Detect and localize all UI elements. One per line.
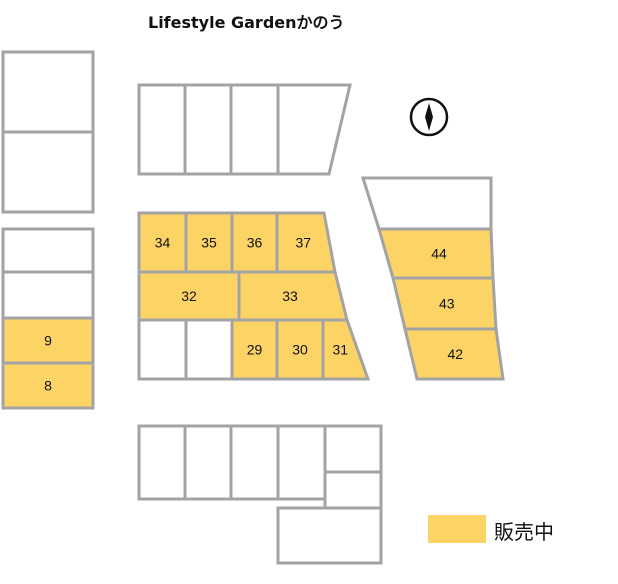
lot-number: 8 — [44, 378, 52, 394]
lot-shape — [137, 318, 188, 381]
lot-shape — [1, 361, 95, 410]
lot-shape — [229, 424, 280, 501]
lot-shape — [183, 83, 233, 176]
lot-unlabeled-21 — [360, 176, 493, 231]
lot-number: 37 — [296, 235, 312, 251]
lot-32: 32 — [137, 270, 241, 322]
lot-number: 29 — [247, 342, 263, 358]
compass-north-icon — [409, 97, 449, 137]
lot-36: 36 — [230, 211, 279, 274]
lot-shape — [229, 83, 280, 176]
lot-shape — [183, 424, 233, 501]
lot-34: 34 — [137, 211, 188, 274]
lot-8: 8 — [1, 361, 95, 410]
lot-number: 33 — [282, 288, 298, 304]
lot-unlabeled-7 — [183, 83, 233, 176]
lot-shape — [276, 506, 383, 565]
lot-shape — [323, 424, 383, 474]
lot-33: 33 — [237, 270, 349, 322]
lot-shape — [1, 227, 95, 274]
lot-number: 9 — [44, 333, 52, 349]
lot-unlabeled-3 — [1, 270, 95, 320]
lot-29: 29 — [230, 318, 279, 381]
lot-shape — [276, 424, 327, 501]
lot-shape — [403, 327, 505, 381]
lot-44: 44 — [377, 227, 495, 280]
legend-label: 販売中 — [494, 520, 554, 544]
lot-43: 43 — [391, 276, 498, 331]
lot-shape — [1, 130, 95, 214]
lot-shape — [276, 83, 352, 176]
legend-swatch — [428, 515, 486, 543]
lot-number: 31 — [333, 342, 349, 358]
lot-unlabeled-27 — [229, 424, 280, 501]
lot-unlabeled-31 — [276, 506, 383, 565]
lot-shape — [137, 424, 187, 501]
lot-number: 32 — [181, 288, 197, 304]
lot-unlabeled-2 — [1, 227, 95, 274]
lot-unlabeled-1 — [1, 130, 95, 214]
lot-unlabeled-25 — [137, 424, 187, 501]
lot-number: 35 — [201, 235, 217, 251]
lot-31: 31 — [321, 318, 371, 381]
lot-9: 9 — [1, 316, 95, 365]
lot-number: 43 — [439, 296, 455, 312]
lot-number: 34 — [155, 235, 171, 251]
lot-shape — [360, 176, 493, 231]
lot-unlabeled-30 — [323, 470, 383, 510]
lot-shape — [1, 270, 95, 320]
lot-number: 44 — [431, 246, 447, 262]
lot-number: 30 — [292, 342, 308, 358]
lot-shape — [184, 318, 234, 381]
lot-unlabeled-0 — [1, 50, 95, 134]
lot-unlabeled-17 — [184, 318, 234, 381]
lot-unlabeled-9 — [276, 83, 352, 176]
lot-42: 42 — [403, 327, 505, 381]
lot-unlabeled-8 — [229, 83, 280, 176]
lot-shape — [321, 318, 371, 381]
lot-unlabeled-16 — [137, 318, 188, 381]
lot-shape — [1, 50, 95, 134]
lot-unlabeled-28 — [276, 424, 327, 501]
lot-number: 42 — [448, 346, 464, 362]
lot-30: 30 — [275, 318, 325, 381]
lots-layer: 9 8 34 35 36 37 32 33 29 30 31 44 43 42 — [1, 50, 505, 565]
lot-35: 35 — [184, 211, 234, 274]
lot-number: 36 — [247, 235, 263, 251]
lot-37: 37 — [275, 211, 337, 274]
lot-shape — [137, 83, 187, 176]
lot-unlabeled-6 — [137, 83, 187, 176]
page-title: Lifestyle Gardenかのう — [148, 13, 345, 32]
lot-shape — [323, 470, 383, 510]
lot-unlabeled-29 — [323, 424, 383, 474]
lot-unlabeled-26 — [183, 424, 233, 501]
